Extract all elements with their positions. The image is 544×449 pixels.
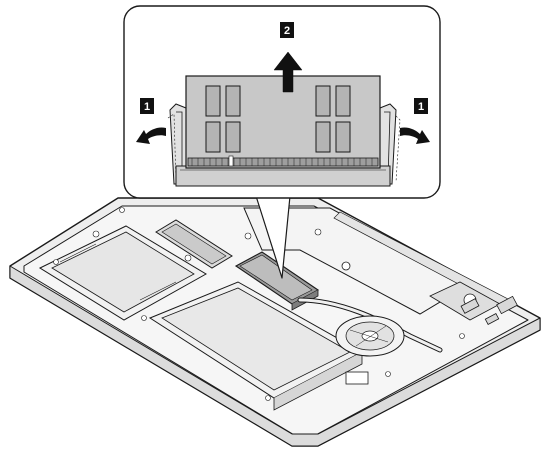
module-gold-contacts	[187, 155, 379, 167]
step-callout-1-left: 1	[140, 98, 154, 114]
side-ports	[460, 295, 518, 326]
zoom-callout: 1 2 1	[123, 5, 441, 199]
storage-drive	[38, 225, 207, 321]
fan-icon	[335, 315, 405, 357]
step-callout-1-right: 1	[414, 98, 428, 114]
case-screws	[53, 207, 465, 401]
step-label-1-right: 1	[418, 101, 424, 113]
memory-chips	[205, 85, 351, 153]
curved-arrow-left-icon	[136, 127, 166, 144]
system-board	[92, 207, 511, 321]
step-label-2: 2	[284, 25, 290, 37]
ssd-module	[155, 219, 233, 269]
up-arrow-icon	[273, 51, 303, 93]
memory-module-installed	[234, 251, 320, 311]
slot-base	[175, 165, 391, 187]
step-label-1-left: 1	[144, 101, 150, 113]
step-callout-2: 2	[280, 22, 294, 38]
curved-arrow-right-icon	[400, 127, 430, 144]
memory-slot	[167, 103, 401, 187]
callout-pointer	[255, 195, 291, 279]
laptop-front-edge	[9, 265, 541, 447]
memory-module	[185, 75, 381, 169]
